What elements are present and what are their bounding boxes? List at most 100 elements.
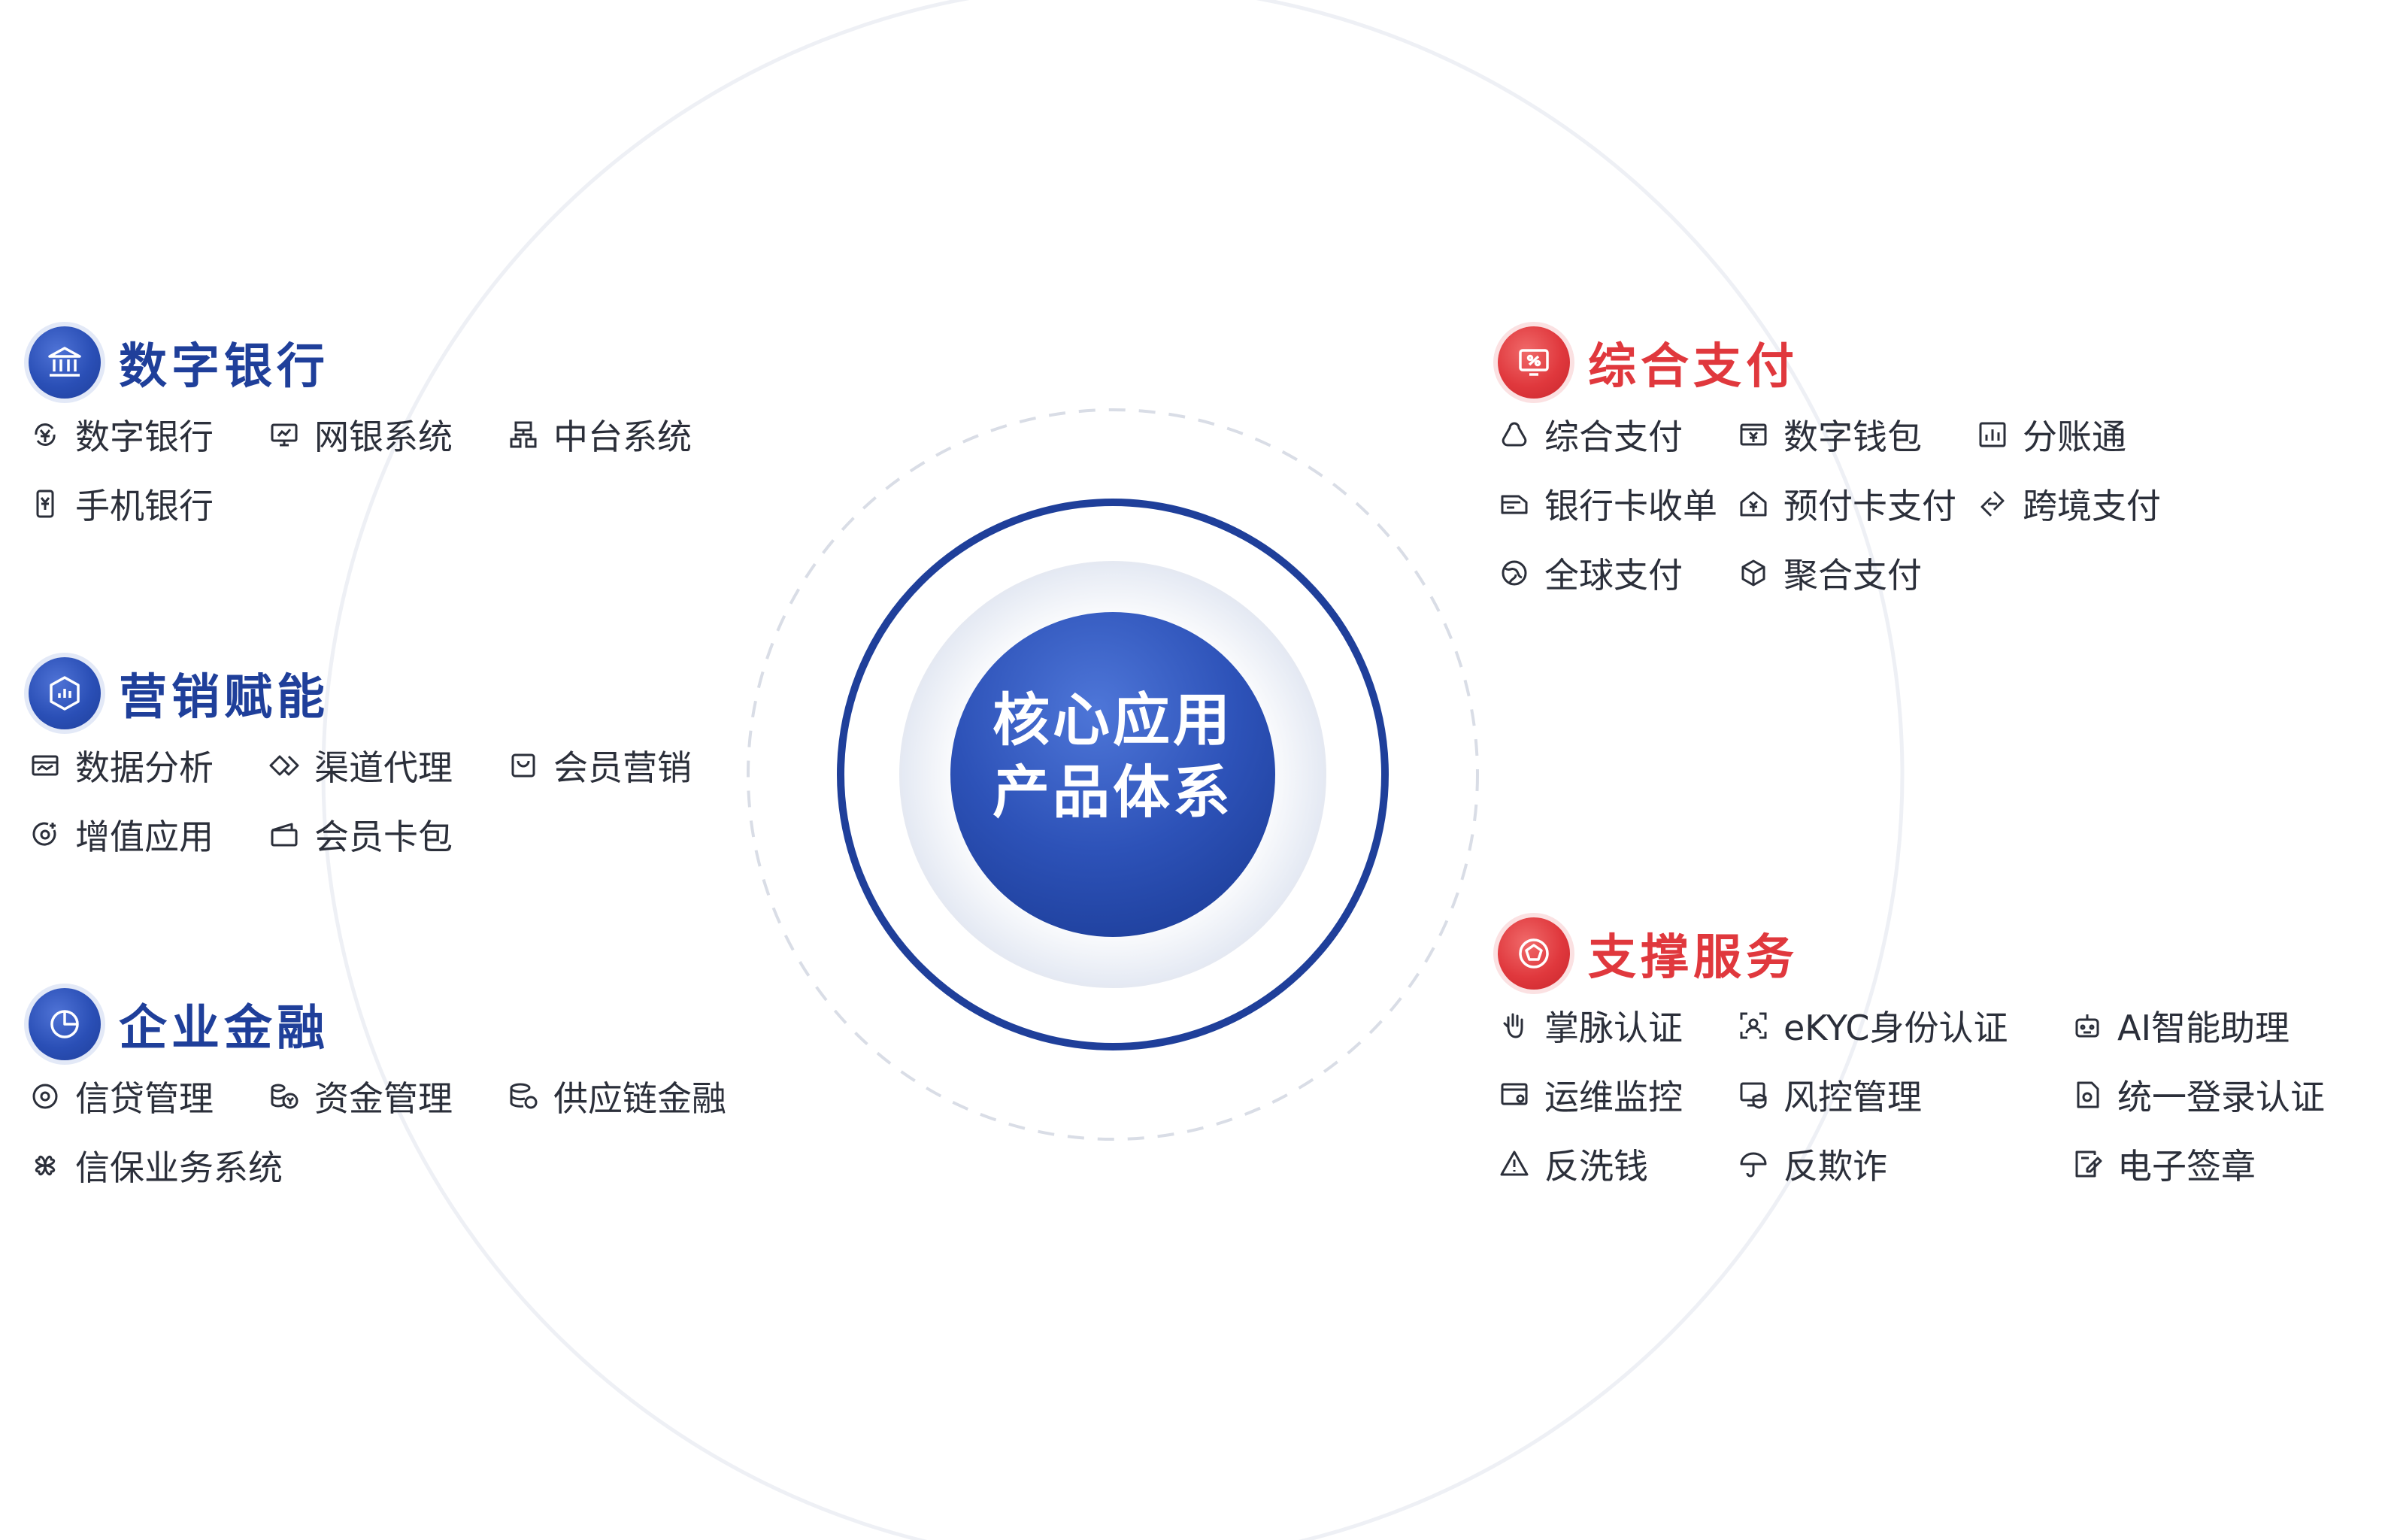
item-member-marketing[interactable]: 会员营销 [507,741,692,790]
item-prepaid-card[interactable]: 预付卡支付 [1737,480,1956,528]
core-outer-ring [837,499,1389,1050]
item-label: 供应链金融 [553,1078,726,1119]
globe-icon [1498,556,1531,590]
section-support: 支撑服务 掌脉认证 eKYC身份认证 AI智能助理 运维监控 风控管理 统一登录… [1498,916,2325,1187]
face-scan-icon [1737,1009,1770,1042]
item-label: 跨境支付 [2023,486,2161,526]
card-receipt-icon [1498,487,1531,520]
item-label: eKYC身份认证 [1783,1008,2008,1048]
section-payment: 综合支付 综合支付 数字钱包 分账通 银行卡收单 预付卡支付 跨境支付 全球 [1498,325,2161,596]
data-card-icon [29,749,62,782]
section-header: 营销赋能 [29,656,329,731]
item-middle-platform[interactable]: 中台系统 [507,411,692,459]
coins-yuan-icon [268,1080,301,1113]
item-value-added[interactable]: 增值应用 [29,811,214,859]
item-label: 风控管理 [1783,1077,1922,1117]
item-mobile-banking[interactable]: 手机银行 [29,480,214,528]
chart-badge-icon [29,657,101,729]
palm-icon [1498,1009,1531,1042]
section-header: 企业金融 [29,987,329,1062]
item-digital-wallet[interactable]: 数字钱包 [1737,411,1922,459]
section-header: 支撑服务 [1498,916,1799,991]
item-label: 会员营销 [553,747,692,788]
clover-icon [29,1149,62,1182]
server-tree-icon [507,418,540,451]
section-title: 支撑服务 [1588,930,1799,986]
pie-chart-icon [29,988,101,1060]
item-label: 中台系统 [553,417,692,457]
item-risk-management[interactable]: 风控管理 [1737,1071,1922,1119]
item-member-card-wallet[interactable]: 会员卡包 [268,811,453,859]
payment-screen-icon [1498,326,1570,399]
item-ai-assistant[interactable]: AI智能助理 [2071,1002,2290,1050]
exchange-arrows-icon [1976,487,2009,520]
item-unified-login[interactable]: 统一登录认证 [2071,1071,2325,1119]
wallet-card-icon [268,818,301,851]
target-icon [29,1080,62,1113]
core-title-line1: 核心应用 [992,687,1233,753]
item-credit-management[interactable]: 信贷管理 [29,1072,214,1120]
item-online-banking[interactable]: 网银系统 [268,411,453,459]
doc-lock-icon [2071,1078,2104,1111]
monitor-icon [268,418,301,451]
pentagon-shield-icon [1498,917,1570,990]
section-enterprise-finance: 企业金融 信贷管理 资金管理 供应链金融 信保业务系统 [29,987,726,1188]
section-title: 营销赋能 [119,670,329,726]
item-anti-fraud[interactable]: 反欺诈 [1737,1140,1887,1188]
item-global-payment[interactable]: 全球支付 [1498,549,1683,597]
item-e-signature[interactable]: 电子签章 [2071,1140,2256,1188]
item-label: 会员卡包 [314,817,453,857]
warning-icon [1498,1147,1531,1181]
item-aggregated-payment[interactable]: 聚合支付 [1737,549,1922,597]
dashed-ring [747,408,1479,1141]
item-label: 银行卡收单 [1544,486,1717,526]
item-label: 信保业务系统 [75,1147,283,1188]
item-credit-insurance[interactable]: 信保业务系统 [29,1141,283,1190]
item-split-account[interactable]: 分账通 [1976,411,2126,459]
section-title: 综合支付 [1588,339,1799,395]
item-bank-card-acquiring[interactable]: 银行卡收单 [1498,480,1717,528]
screen-shield-icon [1737,1078,1770,1111]
core-title: 核心应用 产品体系 [955,684,1271,829]
core-title-line2: 产品体系 [992,759,1233,826]
house-yuan-icon [1737,487,1770,520]
item-label: 反欺诈 [1783,1146,1887,1187]
item-ops-monitoring[interactable]: 运维监控 [1498,1071,1683,1119]
item-label: 预付卡支付 [1783,486,1956,526]
item-channel-agency[interactable]: 渠道代理 [268,741,453,790]
item-anti-money-laundering[interactable]: 反洗钱 [1498,1140,1648,1188]
outer-ring [321,0,1905,1540]
section-header: 数字银行 [29,325,329,400]
item-supply-chain-finance[interactable]: 供应链金融 [507,1072,726,1120]
item-fund-management[interactable]: 资金管理 [268,1072,453,1120]
section-digital-banking: 数字银行 数字银行 网银系统 中台系统 手机银行 [29,325,692,526]
channel-diamond-icon [268,749,301,782]
item-cross-border[interactable]: 跨境支付 [1976,480,2161,528]
database-coin-icon [507,1080,540,1113]
doc-sign-icon [2071,1147,2104,1181]
item-integrated-payment[interactable]: 综合支付 [1498,411,1683,459]
item-digital-banking[interactable]: 数字银行 [29,411,214,459]
item-label: 数字钱包 [1783,417,1922,457]
item-label: 聚合支付 [1783,555,1922,596]
item-palm-auth[interactable]: 掌脉认证 [1498,1002,1683,1050]
refresh-triangle-icon [1498,418,1531,451]
item-label: 全球支付 [1544,555,1683,596]
item-label: AI智能助理 [2117,1008,2290,1048]
item-ekyc[interactable]: eKYC身份认证 [1737,1002,2008,1050]
item-label: 掌脉认证 [1544,1008,1683,1048]
robot-icon [2071,1009,2104,1042]
item-label: 渠道代理 [314,747,453,788]
section-header: 综合支付 [1498,325,1799,400]
section-title: 数字银行 [119,339,329,395]
item-label: 增值应用 [75,817,214,857]
item-label: 网银系统 [314,417,453,457]
item-label: 综合支付 [1544,417,1683,457]
item-label: 信贷管理 [75,1078,214,1119]
item-label: 数字银行 [75,417,214,457]
umbrella-icon [1737,1147,1770,1181]
item-data-analysis[interactable]: 数据分析 [29,741,214,790]
monitor-gear-icon [1498,1078,1531,1111]
item-label: 电子签章 [2117,1146,2256,1187]
